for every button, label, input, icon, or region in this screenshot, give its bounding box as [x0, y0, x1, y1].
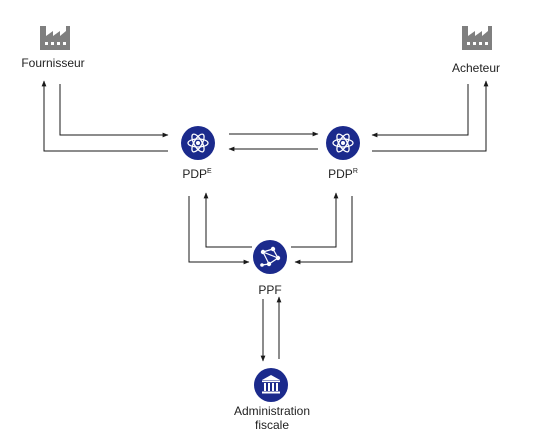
- government-building-icon: [254, 368, 288, 402]
- admin-label-line2: fiscale: [254, 418, 289, 432]
- atom-icon: [181, 126, 215, 160]
- arrow-pdpe-to-fournisseur: [41, 80, 168, 152]
- pdpe-label: PDPE: [182, 167, 211, 181]
- atom-icon: [326, 126, 360, 160]
- arrow-ppf-to-pdpe: [203, 192, 252, 248]
- ppf-label: PPF: [258, 283, 282, 297]
- factory-icon: [40, 26, 70, 50]
- arrow-pdpr-to-ppf: [294, 196, 353, 265]
- pdpe-label-main: PDP: [182, 167, 208, 181]
- arrow-ppf-to-pdpr: [291, 192, 339, 248]
- arrow-acheteur-to-pdpr: [371, 84, 469, 138]
- arrow-pdpe-to-ppf: [188, 196, 250, 265]
- pdpr-label-superscript: R: [352, 168, 358, 175]
- pdpr-label: PDPR: [328, 167, 358, 181]
- arrow-pdpr-to-acheteur: [372, 80, 489, 152]
- pdpe-label-superscript: E: [207, 168, 212, 175]
- pdpr-label-main: PDP: [328, 167, 353, 181]
- admin-label: Administration fiscale: [234, 404, 310, 432]
- factory-icon: [462, 26, 492, 50]
- network-icon: [253, 240, 287, 274]
- admin-label-line1: Administration: [233, 404, 311, 418]
- fournisseur-label: Fournisseur: [21, 56, 85, 70]
- arrow-fournisseur-to-pdpe: [59, 84, 169, 138]
- acheteur-label: Acheteur: [451, 61, 501, 75]
